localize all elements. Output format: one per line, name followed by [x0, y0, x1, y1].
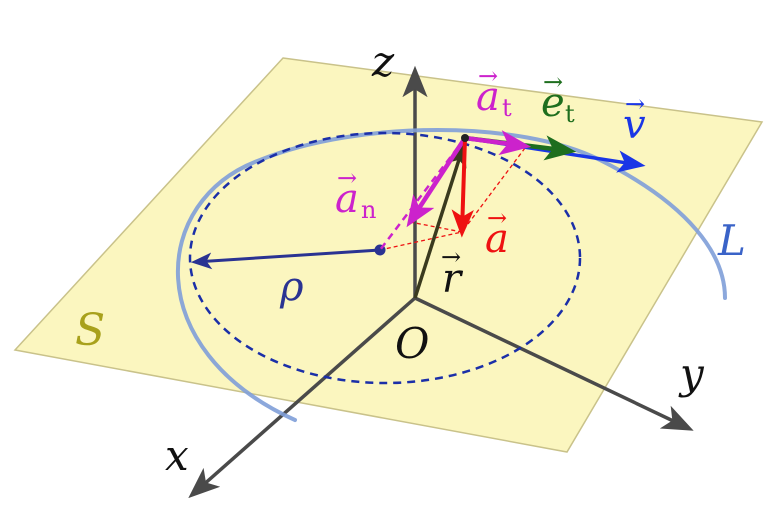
an-arrow-glyph: → [337, 164, 357, 192]
r-vector-label: r [442, 256, 464, 302]
radius-vector [190, 248, 381, 270]
tangential-acceleration [464, 130, 532, 156]
a-arrow-glyph: → [487, 204, 507, 232]
at-vector-label: a [476, 74, 500, 120]
v-arrow-glyph: → [625, 90, 645, 118]
trajectory-curve [175, 128, 727, 422]
a-vector-label: a [485, 216, 509, 262]
r-arrow-glyph: → [441, 243, 461, 271]
plane-label: S [75, 305, 105, 356]
acceleration-vector [451, 137, 474, 238]
moving-point [461, 134, 469, 142]
at-arrow-glyph: → [478, 62, 498, 90]
v-vector-label: v [623, 102, 646, 148]
et-vector-label: e [541, 80, 565, 126]
y-axis [414, 296, 694, 431]
y-axis-label: y [678, 349, 705, 398]
radius-label: ρ [279, 264, 304, 310]
an-subscript: n [361, 196, 376, 224]
et-subscript: t [565, 100, 575, 128]
an-vector-label: a [335, 176, 359, 222]
at-subscript: t [502, 94, 512, 122]
z-axis-label: z [371, 37, 395, 86]
normal-acceleration [406, 136, 467, 228]
et-arrow-glyph: → [543, 68, 563, 96]
osculating-circle [188, 131, 582, 385]
curve-label: L [717, 216, 746, 265]
position-vector [413, 142, 467, 299]
osculating-plane [13, 57, 764, 453]
origin-label: O [395, 319, 429, 368]
x-axis-label: x [165, 431, 189, 480]
x-axis [188, 296, 417, 499]
